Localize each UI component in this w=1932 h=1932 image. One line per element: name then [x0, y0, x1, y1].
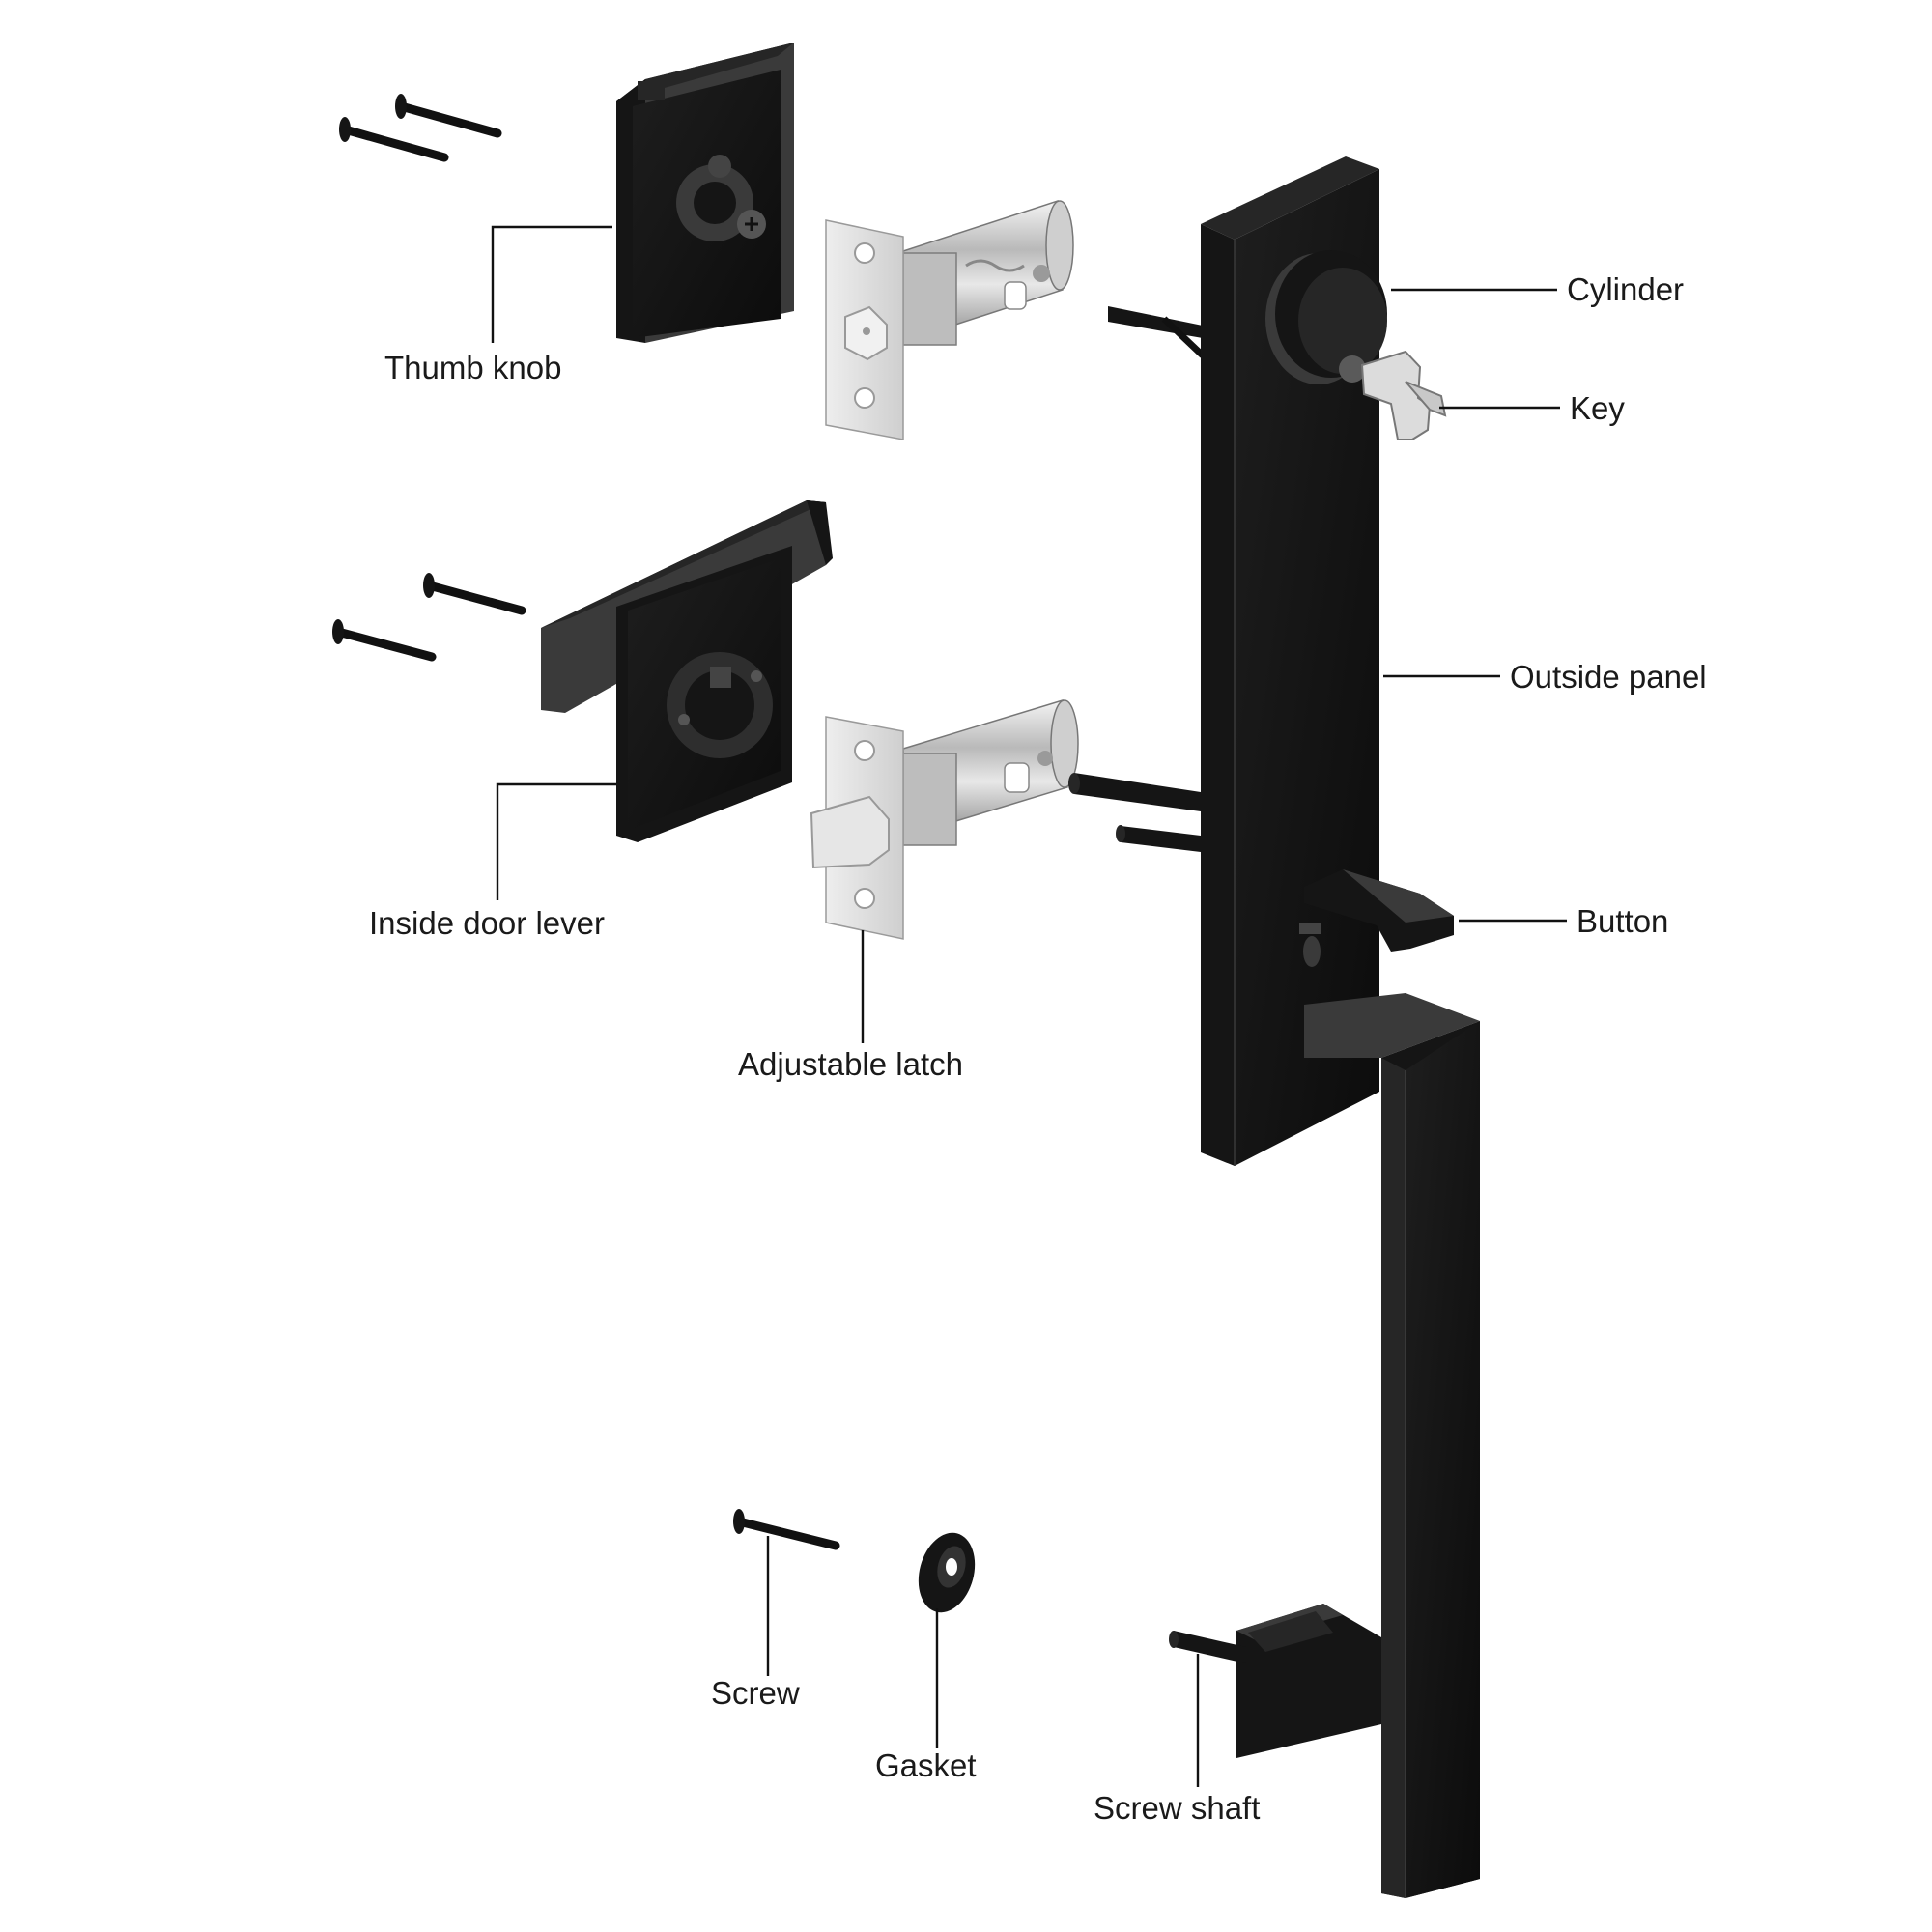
label-key: Key	[1570, 390, 1625, 426]
screw-part	[395, 94, 502, 138]
deadbolt-latch-part	[825, 199, 1074, 440]
gasket-part	[918, 1532, 976, 1613]
screw-part	[423, 573, 526, 615]
outside-panel-part	[1201, 156, 1379, 1166]
screw-part	[339, 117, 449, 162]
label-thumb-knob: Thumb knob	[384, 350, 561, 385]
handle-grip-part	[1304, 993, 1480, 1898]
thumb-knob-screws	[339, 94, 502, 162]
leader-lines	[491, 225, 1567, 1787]
thumb-knob-part	[616, 43, 794, 343]
label-cylinder: Cylinder	[1567, 271, 1684, 307]
cylinder-part	[1265, 250, 1387, 384]
cylinder-tailpiece	[1108, 306, 1206, 358]
inside-door-lever-part	[541, 500, 833, 842]
button-part	[1299, 869, 1454, 967]
bottom-mount-part	[1169, 1604, 1381, 1758]
label-adjustable-latch: Adjustable latch	[738, 1046, 963, 1082]
label-outside-panel: Outside panel	[1510, 659, 1707, 695]
screw-part	[332, 619, 437, 662]
adjustable-latch-part	[810, 699, 1079, 940]
label-gasket: Gasket	[875, 1747, 977, 1783]
loose-screw-part	[733, 1509, 840, 1550]
label-button: Button	[1577, 903, 1668, 939]
key-part	[1360, 350, 1447, 440]
inside-lever-screws	[332, 573, 526, 662]
label-screw: Screw	[711, 1675, 800, 1711]
label-screw-shaft: Screw shaft	[1094, 1790, 1260, 1826]
lever-spindles	[1068, 773, 1201, 852]
label-inside-door-lever: Inside door lever	[369, 905, 605, 941]
